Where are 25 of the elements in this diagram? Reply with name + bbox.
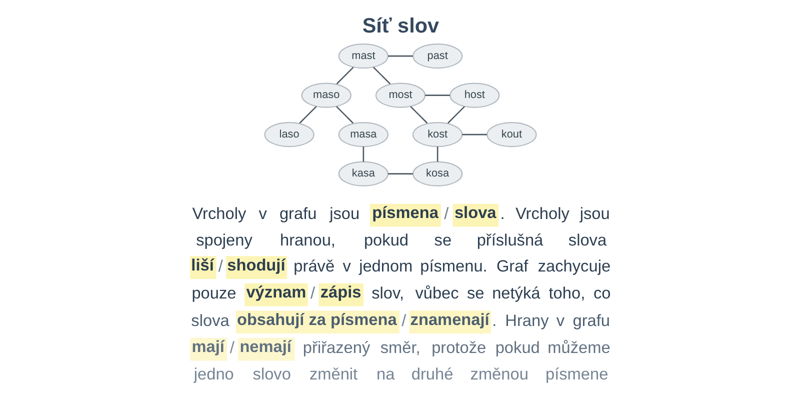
node-ellipse: past bbox=[412, 44, 462, 69]
node-ellipse: masa bbox=[338, 122, 388, 148]
connector bbox=[298, 106, 316, 124]
connector bbox=[336, 106, 354, 124]
connector bbox=[372, 66, 390, 84]
node-ellipse: kost bbox=[412, 122, 462, 148]
node-ellipse: most bbox=[374, 82, 426, 108]
connector bbox=[362, 146, 364, 162]
node-ellipse: kasa bbox=[338, 161, 388, 186]
connector bbox=[462, 134, 486, 136]
connector bbox=[336, 66, 354, 84]
diagram-title: Síť slov bbox=[362, 14, 438, 38]
connector bbox=[446, 106, 464, 124]
node-ellipse: mast bbox=[338, 44, 388, 69]
node-ellipse: kosa bbox=[412, 161, 462, 186]
connector bbox=[424, 94, 450, 96]
node-ellipse: kout bbox=[486, 122, 536, 148]
label: Vrcholy v grafu jsou písmena/slova. Vrcholy jsou spojeny hranou, pokud se příslušná slova liší/shodují právě v jednom písmenu. Graf zachycuje pouze význam/zápis slov, vůbec se netýká toho, co slova obsahují za písmena/znamenají. Hrany v grafu mají/nemají přiřazený směr, protože pokud můžeme jedno slovo změnit na druhé změnou písmene bbox=[190, 204, 610, 384]
connector bbox=[388, 173, 412, 174]
connector bbox=[410, 106, 428, 124]
node-ellipse: maso bbox=[300, 82, 351, 108]
node-ellipse: laso bbox=[264, 122, 314, 148]
connector bbox=[388, 55, 412, 57]
node-ellipse: host bbox=[449, 82, 500, 108]
connector bbox=[436, 146, 438, 162]
